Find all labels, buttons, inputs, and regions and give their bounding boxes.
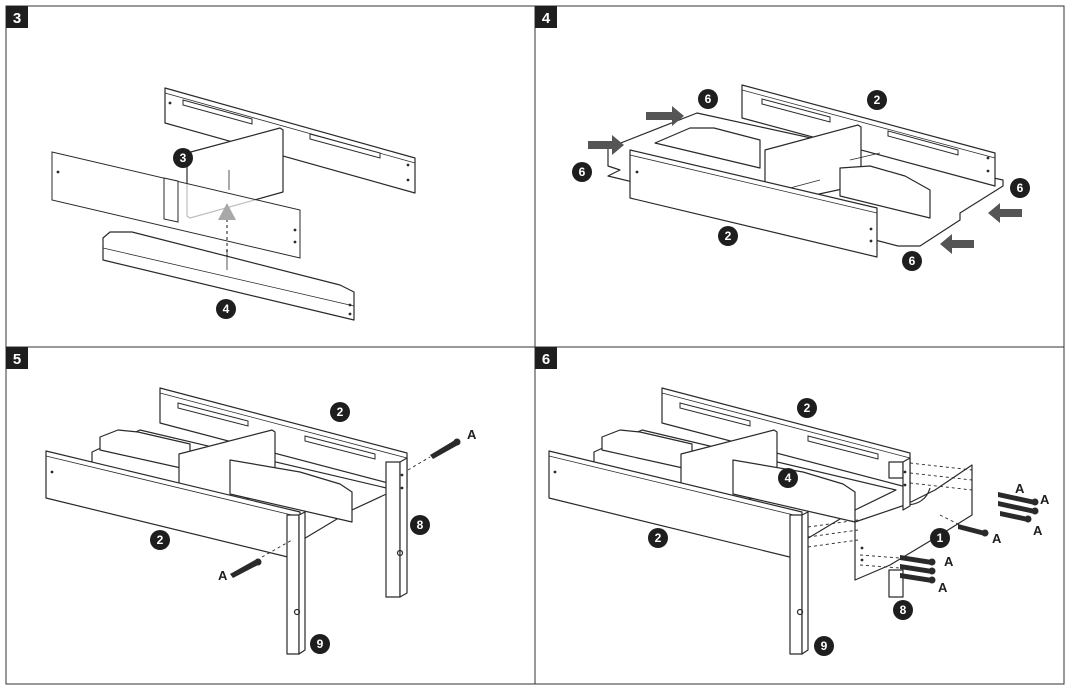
callout-part-6: 6: [1010, 178, 1030, 198]
svg-text:2: 2: [874, 93, 881, 107]
callout-part-1: 1: [930, 528, 950, 548]
inner-boards: [601, 429, 856, 523]
callout-part-9: 9: [310, 634, 330, 654]
step-badge: [535, 6, 557, 28]
push-arrow-icon: [588, 135, 624, 155]
svg-text:2: 2: [337, 405, 344, 419]
svg-text:2: 2: [804, 401, 811, 415]
push-arrow-icon: [646, 106, 684, 126]
front-leg: [789, 511, 809, 655]
svg-text:4: 4: [785, 471, 792, 485]
back-leg: [888, 457, 911, 598]
front-board: [51, 151, 301, 259]
step-number: 3: [13, 10, 21, 27]
front-leg: [286, 511, 306, 655]
callout-part-6: 6: [572, 162, 592, 182]
svg-text:6: 6: [1017, 181, 1024, 195]
svg-text:8: 8: [417, 518, 424, 532]
back-board: [741, 84, 996, 187]
panel-step-6: 6: [534, 346, 1065, 685]
screw-icon: [1000, 511, 1032, 523]
screw-icon: [407, 438, 461, 471]
screw-icon: [958, 524, 989, 537]
svg-text:6: 6: [579, 165, 586, 179]
back-board: [159, 387, 408, 489]
callout-part-2: 2: [797, 398, 817, 418]
svg-text:9: 9: [821, 639, 828, 653]
svg-text:2: 2: [725, 229, 732, 243]
svg-text:9: 9: [317, 637, 324, 651]
callout-part-2: 2: [150, 530, 170, 550]
screw-icon: [998, 501, 1039, 515]
svg-text:2: 2: [157, 533, 164, 547]
inner-boards: [654, 124, 931, 219]
step-badge: [535, 347, 557, 369]
alignment-guides: [807, 462, 973, 569]
front-board: [629, 149, 878, 258]
push-arrow-icon: [988, 203, 1022, 223]
fastener-label: A: [1033, 523, 1043, 538]
callout-part-4: 4: [216, 299, 236, 319]
callout-part-3: 3: [173, 148, 193, 168]
callout-part-4: 4: [778, 468, 798, 488]
callout-part-6: 6: [698, 89, 718, 109]
step-badge: [6, 347, 28, 369]
step-number: 6: [542, 351, 550, 368]
callout-part-2: 2: [648, 528, 668, 548]
back-board: [164, 87, 416, 194]
svg-text:2: 2: [655, 531, 662, 545]
callout-part-2: 2: [718, 226, 738, 246]
callout-part-2: 2: [867, 90, 887, 110]
svg-text:3: 3: [180, 151, 187, 165]
panel-step-4: 4: [534, 5, 1065, 348]
callout-part-2: 2: [330, 402, 350, 422]
step-badge: [6, 6, 28, 28]
callout-part-8: 8: [893, 600, 913, 620]
panel-step-5: 5: [5, 346, 536, 685]
svg-text:6: 6: [705, 92, 712, 106]
screw-icon: [900, 555, 936, 566]
push-arrow-icon: [940, 234, 974, 254]
fastener-label: A: [992, 531, 1002, 546]
svg-text:8: 8: [900, 603, 907, 617]
fastener-label: A: [467, 427, 477, 442]
step-number: 5: [13, 351, 21, 368]
fastener-label: A: [1040, 492, 1050, 507]
back-leg: [385, 457, 408, 598]
svg-text:4: 4: [223, 302, 230, 316]
svg-text:6: 6: [909, 254, 916, 268]
panel-step-3: 3: [5, 5, 536, 348]
screw-icon: [998, 492, 1039, 506]
fastener-label: A: [938, 580, 948, 595]
screw-icon: [900, 564, 936, 575]
side-board: [102, 231, 355, 321]
fastener-label: A: [218, 568, 228, 583]
fastener-label: A: [1015, 481, 1025, 496]
screw-icon: [900, 573, 936, 584]
callout-part-9: 9: [814, 636, 834, 656]
svg-text:1: 1: [937, 531, 944, 545]
screw-icon: [230, 539, 293, 578]
callout-part-6: 6: [902, 251, 922, 271]
step-number: 4: [542, 10, 551, 27]
callout-part-8: 8: [410, 515, 430, 535]
fastener-label: A: [944, 554, 954, 569]
